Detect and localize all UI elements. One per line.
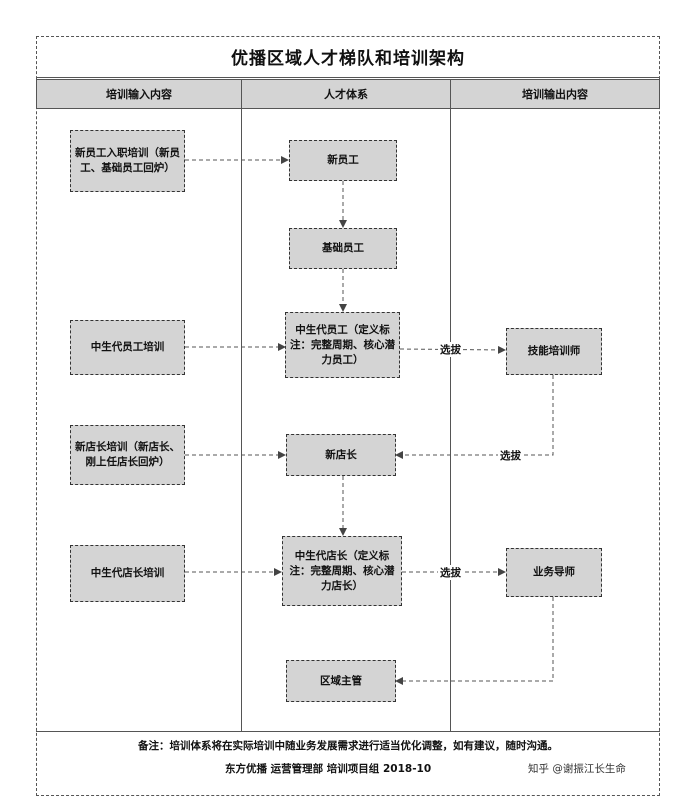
box-new-manager: 新店长: [286, 434, 396, 476]
edge-label-select-2: 选拔: [498, 448, 523, 463]
box-new-employee-training: 新员工入职培训（新员工、基础员工回炉）: [70, 130, 185, 192]
note: 备注：培训体系将在实际培训中随业务发展需求进行适当优化调整，如有建议，随时沟通。: [36, 731, 660, 759]
column-header-output: 培训输出内容: [450, 79, 660, 109]
box-mid-employee: 中生代员工（定义标注：完整周期、核心潜力员工）: [285, 312, 400, 378]
lane-divider-1: [241, 109, 242, 731]
footer-watermark: 知乎 @谢振江长生命: [528, 763, 626, 775]
column-header-talent: 人才体系: [241, 79, 451, 109]
box-business-mentor: 业务导师: [506, 548, 602, 597]
lane-divider-2: [450, 109, 451, 731]
edge-label-select-1: 选拔: [438, 342, 463, 357]
box-basic-employee: 基础员工: [289, 228, 397, 269]
box-mid-employee-training: 中生代员工培训: [70, 320, 185, 375]
box-new-manager-training: 新店长培训（新店长、刚上任店长回炉）: [70, 425, 185, 485]
footer-credit: 东方优播 运营管理部 培训项目组 2018-10: [225, 763, 432, 775]
box-skill-trainer: 技能培训师: [506, 328, 602, 375]
diagram-title: 优播区域人才梯队和培训架构: [36, 36, 660, 78]
box-mid-manager: 中生代店长（定义标注：完整周期、核心潜力店长）: [282, 536, 402, 606]
box-regional-manager: 区域主管: [286, 660, 396, 702]
box-new-employee: 新员工: [289, 140, 397, 181]
column-header-input: 培训输入内容: [36, 79, 242, 109]
edge-label-select-3: 选拔: [438, 565, 463, 580]
box-mid-manager-training: 中生代店长培训: [70, 545, 185, 602]
